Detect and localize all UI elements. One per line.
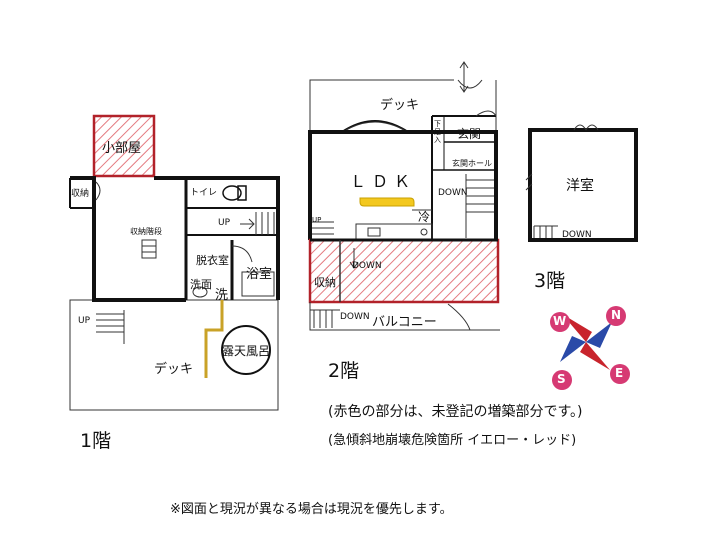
wall-1f-left xyxy=(92,176,186,302)
stair-down-2f-a: DOWN xyxy=(438,188,468,198)
room-dressing: 脱衣室 xyxy=(196,254,229,267)
bathtub xyxy=(241,271,275,297)
wall-2f xyxy=(308,130,498,240)
floor-label-1f: 1階 xyxy=(80,430,112,452)
room-entrance-hall: 玄関ホール xyxy=(452,159,492,168)
room-western: 洋室 xyxy=(566,178,594,194)
storage-stairs xyxy=(141,239,157,259)
room-storage-left: 収納 xyxy=(71,189,90,199)
room-ldk: ＬＤＫ xyxy=(350,172,417,191)
stair-down-2f-b: DOWN xyxy=(352,261,382,271)
toilet-bowl xyxy=(222,185,242,201)
floor-1 xyxy=(69,114,280,411)
compass-rose xyxy=(550,306,630,390)
note-footer: ※図面と現況が異なる場合は現況を優先します。 xyxy=(170,502,453,517)
room-deck-2f: デッキ xyxy=(380,98,420,113)
stair-up-2f: UP xyxy=(312,216,322,224)
kitchen-counter xyxy=(359,197,415,207)
room-storage-stairs: 収納階段 xyxy=(130,227,162,236)
outdoor-bath-tub xyxy=(221,325,271,375)
compass-e: E xyxy=(615,366,624,380)
compass-badge-s xyxy=(552,370,572,390)
room-entrance: 玄関 xyxy=(457,127,482,141)
floor-3 xyxy=(525,124,638,242)
floor-label-3f: 3階 xyxy=(534,270,566,292)
compass-s: S xyxy=(557,372,566,386)
room-washer: 洗 xyxy=(215,288,229,303)
walkway xyxy=(204,300,224,378)
deck-2f xyxy=(309,79,454,130)
floor-2 xyxy=(308,61,500,331)
note-hazard: (急傾斜地崩壊危険箇所 イエロー・レッド) xyxy=(328,433,577,448)
unregistered-area-2f xyxy=(308,238,500,304)
balcony-outline xyxy=(309,302,470,331)
note-unregistered: (赤色の部分は、未登記の増築部分です。) xyxy=(328,404,583,420)
room-storage-2f: 収納 xyxy=(314,276,336,289)
compass-w: W xyxy=(553,314,567,328)
stair-up-1f-a: UP xyxy=(218,218,231,228)
small-room xyxy=(92,114,156,178)
compass-n: N xyxy=(611,308,622,322)
western-room xyxy=(528,128,638,242)
compass-needle-red-ew xyxy=(580,342,610,370)
compass-badge-e xyxy=(610,364,630,384)
compass-needle-blue-ns xyxy=(586,322,612,348)
stair-up-1f-b: UP xyxy=(78,316,91,326)
room-small-room: 小部屋 xyxy=(102,141,142,156)
floor-label-2f: 2階 xyxy=(328,360,360,382)
stair-down-2f-c: DOWN xyxy=(340,312,370,322)
stair-down-3f: DOWN xyxy=(562,230,592,240)
room-balcony: バルコニー xyxy=(372,315,437,330)
compass-badge-w xyxy=(550,312,570,332)
room-shoe-storage: 下足入 xyxy=(434,120,441,144)
room-outdoor-bath: 露天風呂 xyxy=(222,344,271,358)
room-washbasin: 洗面 xyxy=(190,278,212,291)
wall-1f-main xyxy=(154,176,280,300)
room-deck-1f: デッキ xyxy=(154,362,194,377)
compass-badge-n xyxy=(606,306,626,326)
room-fridge: 冷 xyxy=(418,210,431,224)
room-bath: 浴室 xyxy=(246,267,273,282)
room-toilet: トイレ xyxy=(190,188,218,198)
